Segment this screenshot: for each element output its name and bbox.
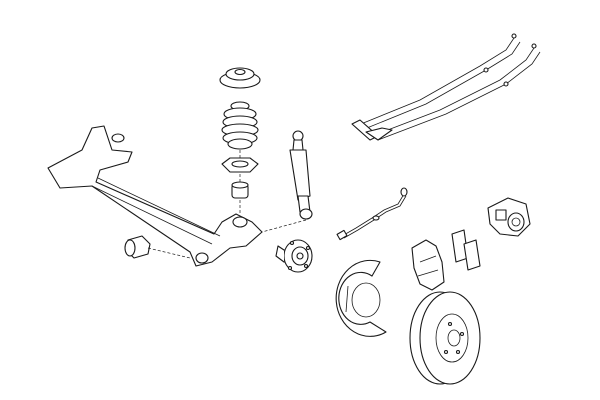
rear-axle-beam[interactable] — [47, 125, 263, 267]
coil-spring[interactable] — [221, 101, 259, 150]
brake-disc[interactable] — [409, 291, 481, 385]
bump-stop[interactable] — [231, 181, 249, 199]
shock-absorber[interactable] — [261, 130, 313, 233]
spring-seat[interactable] — [221, 157, 259, 173]
brake-backing-plate[interactable] — [335, 259, 387, 337]
abs-sensor-cable[interactable] — [336, 187, 408, 241]
spring-top-mount[interactable] — [219, 67, 261, 89]
wheel-hub[interactable] — [275, 239, 313, 273]
brake-caliper[interactable] — [487, 197, 531, 237]
axle-bushing[interactable] — [124, 235, 191, 259]
caliper-carrier[interactable] — [411, 239, 445, 291]
brake-pads[interactable] — [451, 229, 481, 271]
handbrake-cables[interactable] — [351, 33, 541, 141]
